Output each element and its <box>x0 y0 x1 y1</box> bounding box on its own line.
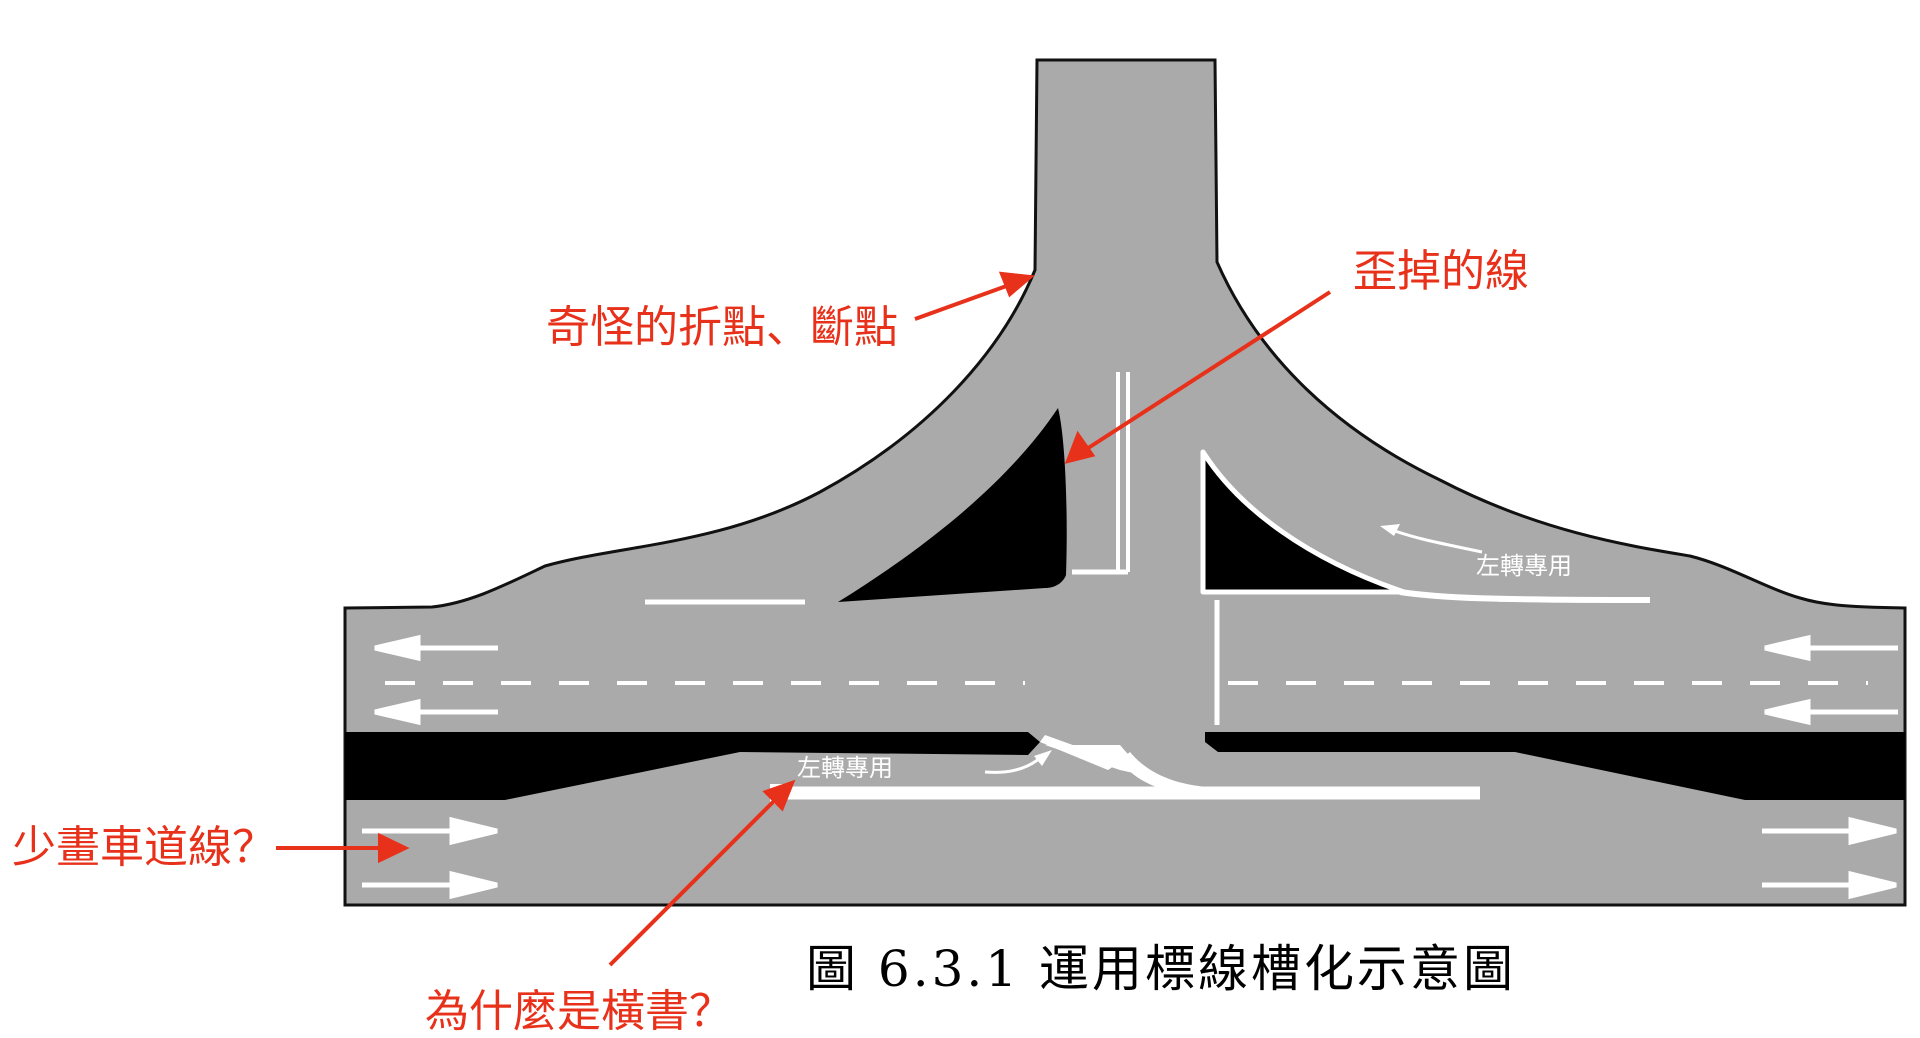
annotation-why-horizontal: 為什麼是橫書？ <box>425 986 733 1037</box>
left-turn-label-lower: 左轉專用 <box>797 754 893 782</box>
arrow-left-icon <box>1764 698 1898 726</box>
arrow-missing-lane-icon <box>276 832 410 864</box>
arrow-left-icon <box>374 698 498 726</box>
left-channel-island <box>838 408 1067 602</box>
annotation-odd-points: 奇怪的折點、斷點 <box>546 302 898 353</box>
right-turn-lane-line <box>1399 589 1651 603</box>
eastbound-arrows <box>362 816 1897 900</box>
figure-caption: 圖 6.3.1 運用標線槽化示意圖 <box>806 940 1517 998</box>
annotation-missing-lane-lines: 少畫車道線？ <box>12 822 276 873</box>
upper-turn-arrow-icon <box>1391 528 1483 554</box>
right-channel-island <box>1200 449 1407 595</box>
upper-turn-arrow-head-icon <box>1380 524 1400 536</box>
arrow-horizontal-text-icon <box>608 779 796 967</box>
road-surface <box>343 58 1907 907</box>
left-turn-label-upper: 左轉專用 <box>1476 552 1572 580</box>
left-turn-arrow-icon <box>984 756 1041 774</box>
center-median <box>345 732 1040 800</box>
arrow-odd-points-icon <box>914 271 1035 321</box>
annotation-skewed-line: 歪掉的線 <box>1353 246 1529 297</box>
arrow-right-icon <box>1762 870 1897 900</box>
arrow-left-icon <box>1764 634 1898 662</box>
lower-left-turn-markings <box>770 735 1480 804</box>
left-turn-lane-diagonal <box>1040 735 1120 770</box>
arrow-skewed-line-icon <box>1064 290 1332 464</box>
center-median-right <box>1205 732 1905 800</box>
annotation-arrows <box>276 271 1332 967</box>
westbound-arrows <box>374 634 1898 726</box>
left-turn-arrow-head-icon <box>1034 750 1052 766</box>
arrow-right-icon <box>1762 816 1897 846</box>
arrow-left-icon <box>374 634 498 662</box>
arrow-right-icon <box>362 816 498 846</box>
arrow-right-icon <box>362 870 498 900</box>
